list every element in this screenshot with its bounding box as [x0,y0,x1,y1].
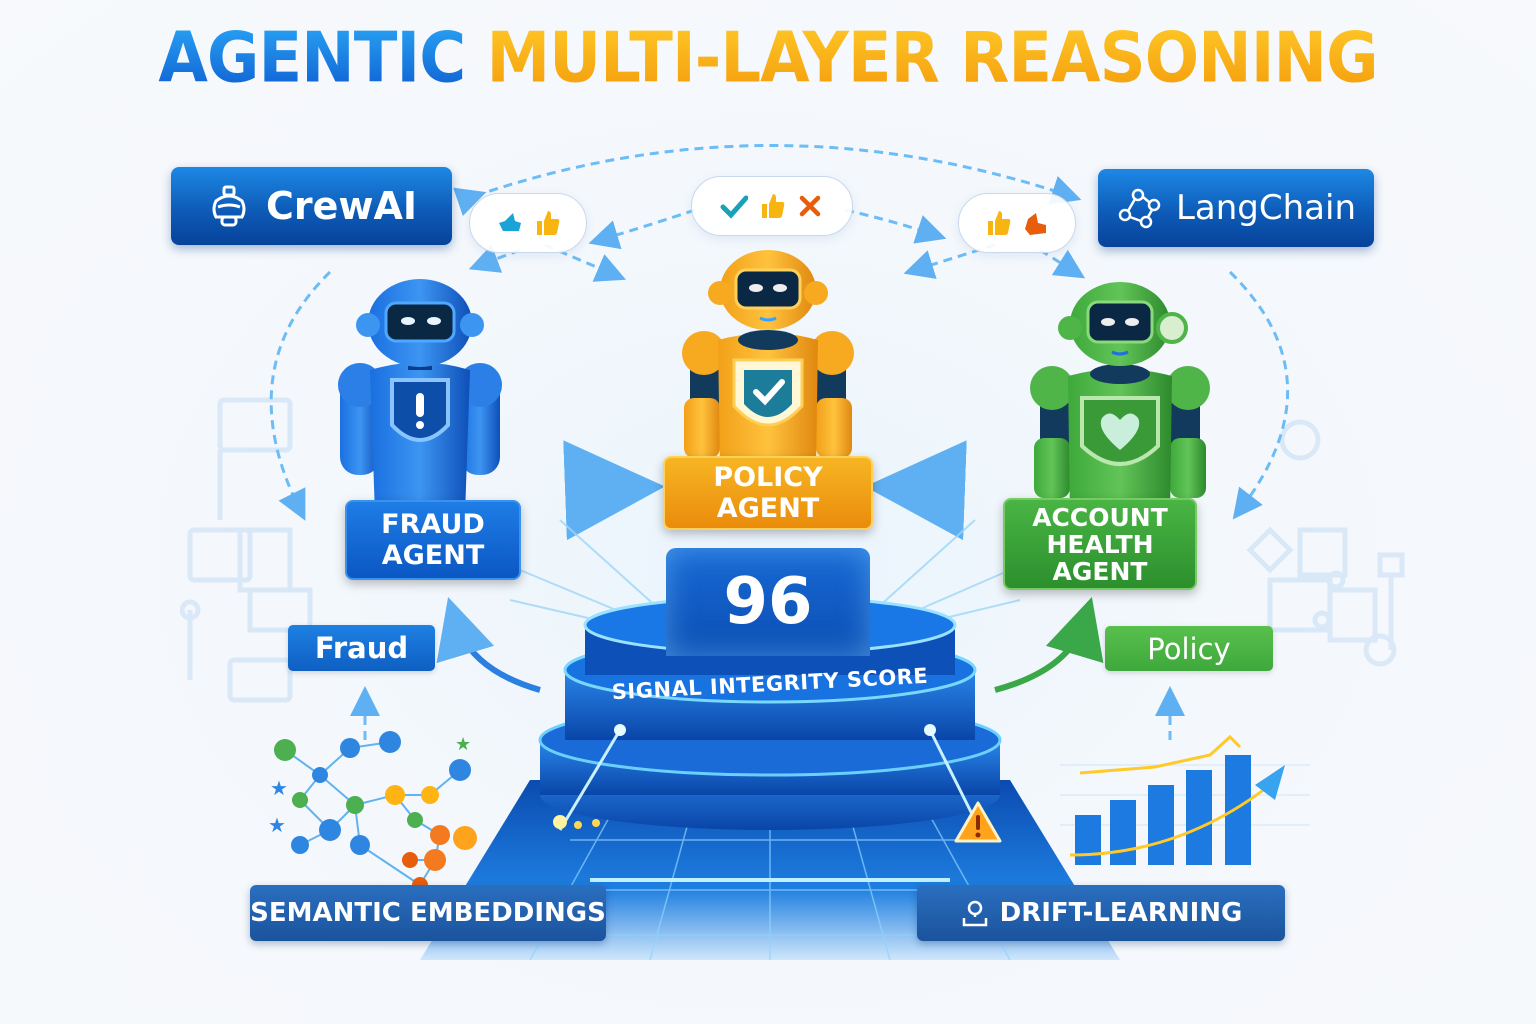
drift-learning-tag[interactable]: DRIFT-LEARNING [917,885,1285,941]
langchain-button[interactable]: LangChain [1098,169,1374,247]
svg-text:★: ★ [270,776,288,800]
crewai-label: CrewAI [265,184,418,228]
semantic-embeddings-network-graphic: ★ ★ ★ [268,731,477,890]
fraud-agent-robot [338,279,502,515]
svg-text:★: ★ [268,813,286,837]
langchain-chain-icon [1118,188,1161,229]
title-part-multi-layer: MULTI-LAYER REASONING [486,19,1378,99]
account-health-agent-robot [1030,282,1210,518]
fraud-agent-line2: AGENT [381,540,485,571]
policy-tag[interactable]: Policy [1105,626,1273,671]
policy-agent-label[interactable]: POLICY AGENT [663,456,873,530]
feedback-bubble-left [469,193,587,253]
fraud-agent-line1: FRAUD [381,509,485,540]
check-icon [720,195,748,219]
warning-icon [954,801,1002,843]
policy-agent-robot [682,250,854,468]
policy-agent-line2: AGENT [716,493,820,524]
fraud-agent-label[interactable]: FRAUD AGENT [345,500,521,580]
background-circuit-left [180,397,313,703]
signal-integrity-score-value: 96 [666,548,870,656]
thumbs-down-icon [499,213,521,231]
feedback-bubble-center [691,176,853,236]
account-health-agent-line3: AGENT [1052,556,1148,586]
crewai-button[interactable]: CrewAI [171,167,452,245]
account-health-agent-line1: ACCOUNT [1032,502,1168,532]
location-user-icon [962,900,987,927]
page-title: AGENTIC MULTI-LAYER REASONING [0,19,1536,99]
drift-learning-label: DRIFT-LEARNING [999,898,1243,928]
fraud-tag[interactable]: Fraud [288,625,435,671]
account-health-agent-line2: HEALTH [1046,529,1154,559]
score-number: 96 [723,565,813,639]
policy-agent-line1: POLICY [713,462,823,493]
svg-text:★: ★ [455,734,471,755]
background-circuit-right [1246,419,1405,667]
drift-learning-bar-chart-graphic [1060,734,1310,865]
account-health-agent-label[interactable]: ACCOUNT HEALTH AGENT [1003,498,1197,590]
semantic-embeddings-tag[interactable]: SEMANTIC EMBEDDINGS [250,885,606,941]
langchain-label: LangChain [1175,188,1357,228]
crewai-logo-icon [212,185,246,227]
x-icon [799,195,821,217]
feedback-bubble-right [958,193,1076,253]
thumbs-up-icon [762,194,785,218]
thumbs-up-icon [537,211,560,235]
title-part-agentic: AGENTIC [158,19,466,99]
thumbs-down-icon [1025,213,1046,235]
thumbs-up-icon [988,211,1011,235]
semantic-embeddings-label: SEMANTIC EMBEDDINGS [250,898,606,928]
